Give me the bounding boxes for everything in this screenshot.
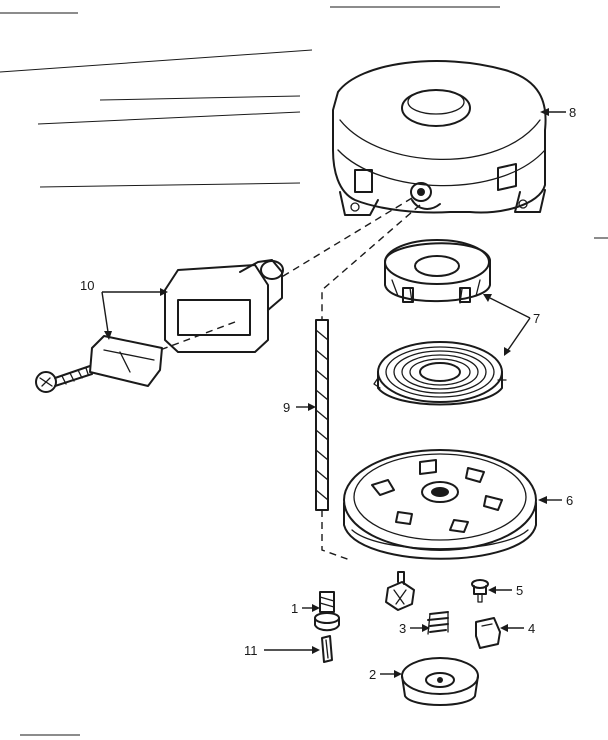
handle-screw bbox=[35, 365, 93, 393]
roll-pin bbox=[321, 635, 333, 663]
rope-retainer-clip bbox=[89, 335, 163, 387]
starter-handle bbox=[164, 259, 284, 353]
callout-6: 6 bbox=[566, 493, 573, 508]
callout-numbers: 8 10 7 9 6 5 1 3 4 11 2 bbox=[80, 105, 576, 682]
callout-4: 4 bbox=[528, 621, 535, 636]
callout-9: 9 bbox=[283, 400, 290, 415]
retainer-cup bbox=[401, 657, 479, 706]
callout-11: 11 bbox=[244, 643, 258, 658]
callout-2: 2 bbox=[369, 667, 376, 682]
rope-pulley bbox=[343, 449, 537, 560]
pawl bbox=[475, 617, 501, 649]
scan-artifact-lines bbox=[0, 6, 608, 736]
starter-housing bbox=[332, 60, 547, 216]
small-screw bbox=[471, 579, 489, 603]
assembly-dashed-lines bbox=[159, 197, 421, 561]
recoil-spring-coil bbox=[373, 341, 507, 406]
pawl-screw bbox=[314, 591, 340, 632]
callout-1: 1 bbox=[291, 601, 298, 616]
callout-7: 7 bbox=[533, 311, 540, 326]
starter-rope bbox=[315, 319, 329, 511]
callout-3: 3 bbox=[399, 621, 406, 636]
compression-spring bbox=[427, 611, 449, 635]
center-screw bbox=[385, 571, 415, 611]
callout-8: 8 bbox=[569, 105, 576, 120]
callout-10: 10 bbox=[80, 278, 94, 293]
spring-cover-cup bbox=[384, 239, 491, 304]
callout-5: 5 bbox=[516, 583, 523, 598]
leader-lines bbox=[101, 108, 566, 678]
